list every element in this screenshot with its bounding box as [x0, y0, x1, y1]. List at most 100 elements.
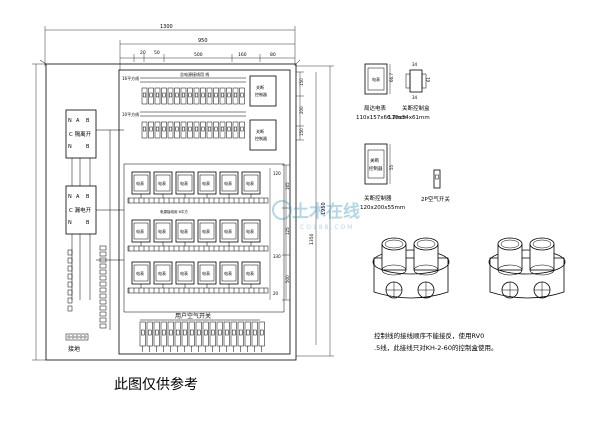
user-breaker — [223, 321, 230, 347]
small-breaker — [161, 87, 167, 105]
small-breaker — [219, 121, 226, 139]
user-breaker — [181, 321, 188, 347]
meter-label: 电表 — [246, 180, 254, 186]
label-16-sq: 16平方线 — [122, 75, 139, 81]
dim-top-80: 80 — [270, 52, 276, 58]
shutoff-box-caption: 关断控制盒 — [402, 104, 430, 112]
svg-text:34: 34 — [412, 95, 418, 100]
meter-label: 电表 — [224, 180, 232, 186]
svg-text:B: B — [86, 194, 90, 200]
dim-right-total: 1950 — [321, 202, 327, 215]
shutoff-box-size: 110x34x61mm — [388, 115, 430, 121]
meter-label: 电表 — [158, 270, 166, 276]
small-breaker — [213, 87, 219, 105]
meter: 电表 — [219, 171, 239, 198]
small-breaker — [200, 87, 206, 105]
top-busbar-section: 16平方线 10平方线 总电源接线用 线 关断 控制器 关断 控制器 — [122, 71, 277, 151]
dim-right-165: 165 — [285, 182, 290, 190]
meter-label: 电表 — [136, 180, 144, 186]
meter-label: 电表 — [180, 180, 188, 186]
wiring-note: 控制线的接线顺序不能接反，使用RV0 .5线，此接线只对KH-2-60的控制盒使… — [374, 331, 497, 352]
svg-text:B: B — [86, 220, 90, 226]
small-breaker — [232, 121, 239, 139]
note-line-2: .5线，此接线只对KH-2-60的控制盒使用。 — [374, 343, 497, 352]
user-breaker — [209, 321, 216, 347]
meter-label: 电表 — [180, 228, 188, 234]
user-breaker — [258, 321, 265, 347]
svg-text:61: 61 — [426, 76, 431, 82]
user-breaker — [230, 321, 237, 347]
user-breakers — [139, 321, 265, 352]
user-breaker — [195, 321, 202, 347]
mid-busbar-label: 电源接线用 6平方 — [160, 209, 188, 214]
svg-text:关断: 关断 — [256, 84, 264, 90]
cabinet-outline — [39, 59, 301, 361]
legend-shutoff-box: 34 61 34 关断控制盒 110x34x61mm — [388, 62, 431, 121]
small-breaker — [206, 121, 213, 139]
svg-text:N: N — [68, 118, 72, 124]
legend-meter: 电表 66.7 局达电表 110x157x66.7mm — [356, 63, 406, 121]
breaker-row-2 — [141, 121, 245, 139]
dim-inner-330: 330 — [273, 254, 281, 259]
shutoff-controller-size: 120x200x55mm — [360, 205, 405, 211]
watermark-brand: 土木在线 — [292, 201, 360, 222]
svg-text:34: 34 — [412, 62, 418, 67]
meter: 电表 — [175, 261, 195, 288]
meter: 电表 — [131, 261, 151, 288]
user-breaker — [139, 321, 146, 347]
small-breaker — [154, 87, 161, 105]
shutoff-controller-bottom: 关断 控制器 — [249, 119, 277, 151]
dim-top-500: 500 — [194, 52, 203, 58]
small-breaker — [200, 121, 206, 139]
label-10-sq: 10平方线 — [122, 111, 139, 117]
ground-terminals — [67, 335, 87, 339]
meter-label: 电表 — [136, 228, 144, 234]
legend-air-breaker: 2P空气开关 — [421, 169, 450, 203]
meter-size: 110x157x66.7mm — [356, 115, 406, 121]
meter-label: 电表 — [180, 270, 188, 276]
meter: 电表 — [219, 219, 239, 246]
meter-caption: 局达电表 — [364, 104, 387, 112]
dim-right-150a: 150 — [299, 78, 304, 86]
svg-text:控制器: 控制器 — [255, 91, 267, 97]
svg-text:A: A — [76, 118, 80, 124]
note-line-1: 控制线的接线顺序不能接反，使用RV0 — [374, 331, 484, 340]
top-busbar-label: 总电源接线用 线 — [180, 71, 209, 77]
connector-left — [372, 237, 450, 299]
small-breaker — [226, 87, 232, 105]
user-breaker — [160, 321, 167, 347]
meter-label: 电表 — [224, 270, 232, 276]
dim-right-200: 200 — [299, 106, 304, 114]
user-breaker-label: 用户空气开关 — [175, 312, 211, 320]
meter-label: 电表 — [224, 228, 232, 234]
isolation-switch-label: C 隔离开 — [69, 130, 92, 138]
user-breaker-section: 用户空气开关 — [139, 312, 265, 352]
meter-label: 电表 — [158, 228, 166, 234]
small-breaker — [154, 121, 161, 139]
small-breaker — [167, 121, 174, 139]
svg-text:N: N — [68, 220, 72, 226]
small-breaker — [206, 87, 213, 105]
dim-right-1350: 1350 — [309, 233, 315, 245]
small-breaker — [239, 87, 245, 105]
small-breaker — [193, 87, 200, 105]
svg-text:控制器: 控制器 — [255, 135, 267, 141]
meter: 电表 — [241, 219, 261, 246]
reference-caption: 此图仅供参考 — [114, 376, 198, 393]
dim-top-total: 1300 — [160, 24, 173, 30]
small-breaker — [180, 87, 187, 105]
small-breaker — [213, 121, 219, 139]
user-breaker — [167, 321, 174, 347]
meter: 电表 — [197, 219, 217, 246]
svg-text:控制器: 控制器 — [369, 165, 383, 172]
svg-text:55: 55 — [389, 164, 394, 170]
svg-text:A: A — [76, 194, 80, 200]
meter-label: 电表 — [246, 270, 254, 276]
watermark-site: CO188.COM — [300, 224, 354, 231]
user-breaker — [174, 321, 181, 347]
user-breaker — [153, 321, 160, 347]
shutoff-controller-caption: 关断控制器 — [364, 194, 392, 202]
meter: 电表 — [131, 219, 151, 246]
svg-text:N: N — [68, 194, 72, 200]
dim-top-160: 160 — [238, 52, 247, 58]
